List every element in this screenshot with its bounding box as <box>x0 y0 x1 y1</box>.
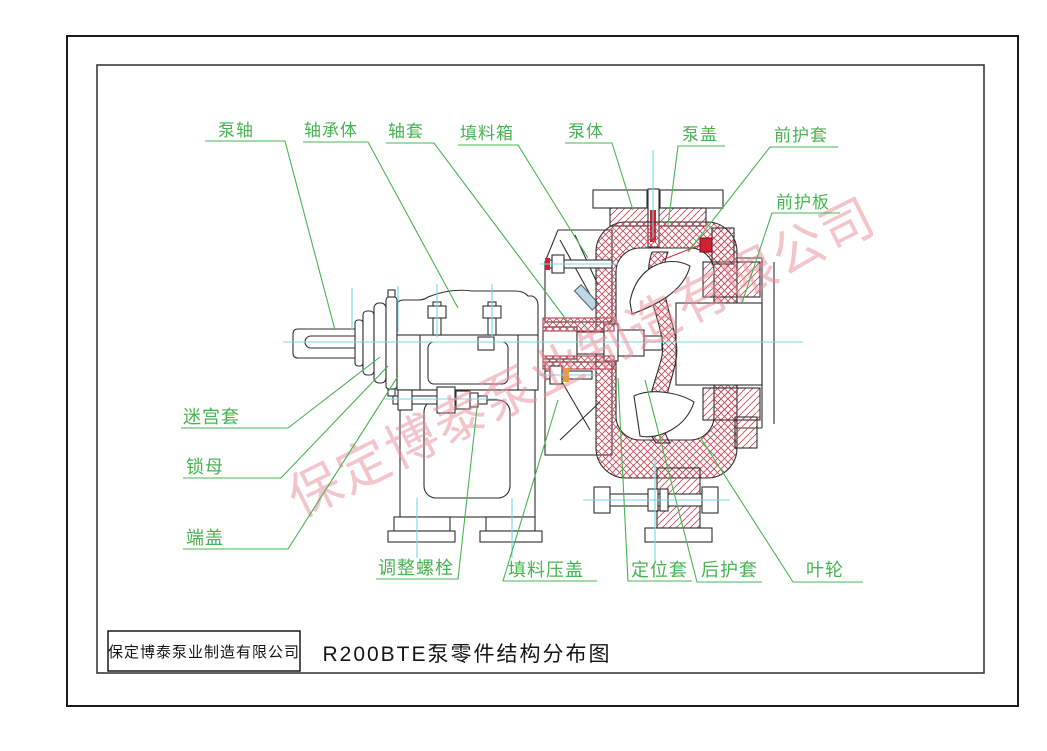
label-pump-shaft: 泵轴 <box>218 121 254 140</box>
leader-rear-liner <box>644 379 762 583</box>
label-packing-gland: 填料压盖 <box>508 560 584 580</box>
leader-pump-cover <box>667 145 725 226</box>
inner-border-frame <box>96 64 985 674</box>
label-shaft-sleeve: 轴套 <box>388 122 424 141</box>
leader-pump-body <box>565 142 634 211</box>
leader-adjusting-bolt <box>376 407 478 580</box>
leader-bearing-housing <box>303 141 459 309</box>
label-front-guard-plate: 前护板 <box>776 193 830 212</box>
leader-shaft-sleeve <box>386 142 569 323</box>
label-lock-nut: 锁母 <box>186 457 224 477</box>
label-labyrinth-sleeve: 迷宫套 <box>183 407 240 427</box>
impeller-outline <box>629 251 695 444</box>
label-front-liner: 前护套 <box>774 126 828 145</box>
label-impeller: 叶轮 <box>806 560 844 580</box>
leader-front-liner <box>687 146 838 253</box>
outer-border-frame <box>66 35 1019 707</box>
leader-packing-gland <box>502 399 597 582</box>
label-adjusting-bolt: 调整螺栓 <box>378 558 454 578</box>
leader-labyrinth-sleeve <box>181 356 381 429</box>
leader-lock-nut <box>183 365 389 479</box>
label-bearing-housing: 轴承体 <box>304 121 358 140</box>
label-pump-body: 泵体 <box>568 122 604 141</box>
front-guard-plate-outline <box>702 227 761 449</box>
labyrinth-end-cover-stack <box>354 289 398 397</box>
part-labels <box>181 140 863 583</box>
drawing-title: R200BTE泵零件结构分布图 <box>322 643 611 666</box>
label-pump-cover: 泵盖 <box>682 125 718 144</box>
title-block: 保定博泰泵业制造有限公司 R200BTE泵零件结构分布图 <box>107 630 611 672</box>
adjusting-bolt-outline <box>392 386 488 414</box>
label-stuffing-box: 填料箱 <box>460 124 514 143</box>
leader-positioning-sleeve <box>617 377 692 582</box>
shaft-sleeve-outline <box>542 323 663 362</box>
label-end-cover: 端盖 <box>186 528 224 548</box>
leader-stuffing-box <box>458 144 589 259</box>
label-positioning-sleeve: 定位套 <box>631 560 688 580</box>
company-box <box>107 630 301 672</box>
leader-end-cover <box>183 375 399 550</box>
leader-front-guard-plate <box>741 212 840 304</box>
label-rear-liner: 后护套 <box>701 560 758 580</box>
company-name: 保定博泰泵业制造有限公司 <box>108 644 300 661</box>
leader-impeller <box>699 436 863 583</box>
centerlines <box>283 150 803 562</box>
pump-cross-section-drawing <box>292 188 775 543</box>
leader-pump-shaft <box>205 140 336 331</box>
wear-indicator-block <box>661 237 713 261</box>
